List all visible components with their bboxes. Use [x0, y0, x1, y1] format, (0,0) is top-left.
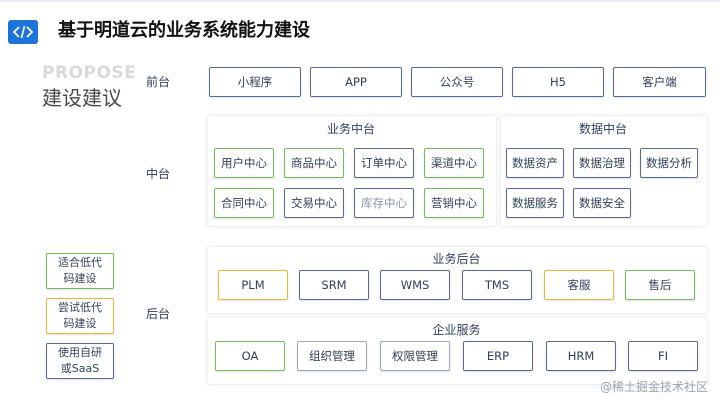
front-item-app: APP [310, 67, 402, 97]
data-middle-security: 数据安全 [573, 188, 631, 218]
ent-service-title: 企业服务 [432, 323, 481, 337]
ent-service-fi: FI [628, 341, 698, 371]
data-middle-service: 数据服务 [506, 188, 564, 218]
biz-back-tms: TMS [462, 270, 532, 300]
code-icon [12, 25, 34, 39]
biz-middle-title: 业务中台 [326, 122, 375, 136]
legend-suitable-low-code: 适合低代码建设 [46, 253, 114, 289]
biz-middle-user-center: 用户中心 [214, 148, 274, 178]
biz-back-customer-service: 客服 [544, 270, 614, 300]
ent-service-hrm: HRM [546, 341, 616, 371]
biz-middle-product-center: 商品中心 [284, 148, 344, 178]
front-item-official-account: 公众号 [411, 67, 503, 97]
biz-middle-order-center: 订单中心 [354, 148, 414, 178]
data-middle-governance: 数据治理 [573, 148, 631, 178]
front-item-mini-program: 小程序 [209, 67, 301, 97]
biz-middle-channel-center: 渠道中心 [424, 148, 484, 178]
row-label-front: 前台 [146, 75, 171, 89]
legend-try-low-code: 尝试低代码建设 [46, 298, 114, 334]
top-accent-bar [0, 0, 720, 2]
biz-back-after-sales: 售后 [625, 270, 695, 300]
legend-self-built-or-saas: 使用自研或SaaS [46, 343, 114, 379]
ent-service-org-mgmt: 组织管理 [297, 341, 367, 371]
biz-back-wms: WMS [380, 270, 450, 300]
ent-service-erp: ERP [463, 341, 533, 371]
biz-middle-inventory-center: 库存中心 [354, 188, 414, 218]
biz-back-panel [207, 246, 708, 314]
ent-service-oa: OA [215, 341, 285, 371]
biz-back-srm: SRM [299, 270, 369, 300]
data-middle-assets: 数据资产 [506, 148, 564, 178]
propose-label-en: PROPOSE [42, 63, 137, 83]
logo [8, 20, 38, 44]
front-item-h5: H5 [512, 67, 604, 97]
page-title: 基于明道云的业务系统能力建设 [58, 20, 310, 41]
biz-back-plm: PLM [218, 270, 288, 300]
row-label-back: 后台 [146, 307, 171, 321]
propose-label-cn: 建设建议 [42, 86, 122, 110]
biz-back-title: 业务后台 [432, 252, 481, 266]
ent-service-panel [207, 317, 708, 385]
watermark: @稀土掘金技术社区 [599, 380, 708, 394]
biz-middle-contract-center: 合同中心 [214, 188, 274, 218]
data-middle-title: 数据中台 [578, 122, 627, 136]
front-item-client: 客户端 [613, 67, 706, 97]
row-label-middle: 中台 [146, 167, 171, 181]
ent-service-permission-mgmt: 权限管理 [380, 341, 450, 371]
data-middle-analysis: 数据分析 [640, 148, 698, 178]
biz-middle-marketing-center: 营销中心 [424, 188, 484, 218]
biz-middle-trade-center: 交易中心 [284, 188, 344, 218]
